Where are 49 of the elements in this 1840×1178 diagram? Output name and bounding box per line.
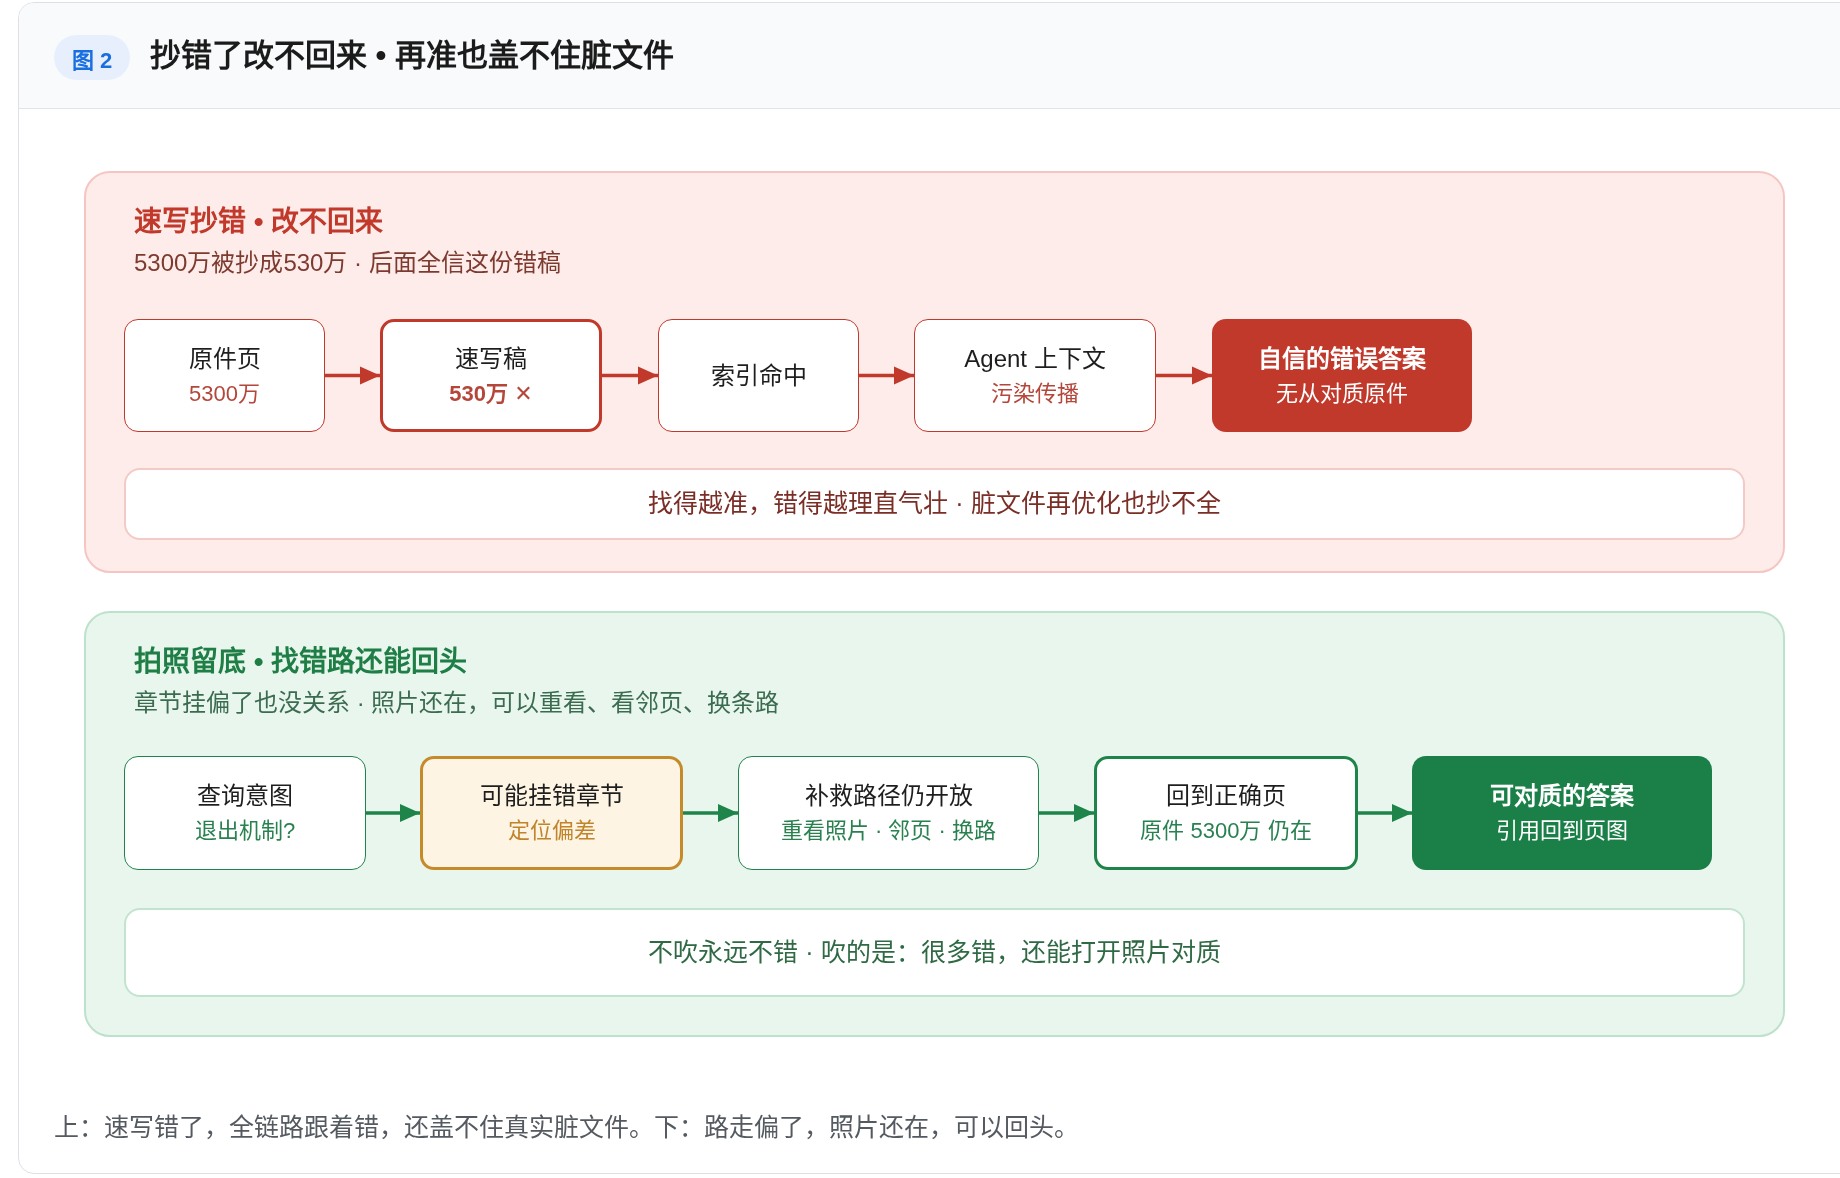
result-box — [1412, 756, 1712, 870]
node-title: 自信的错误答案 — [1258, 343, 1426, 374]
process-box — [914, 319, 1156, 432]
arrow — [325, 366, 380, 385]
node-subtitle: 退出机制? — [194, 817, 296, 845]
node-title: 速写稿 — [455, 343, 527, 374]
note-box — [124, 468, 1745, 540]
arrow — [1358, 804, 1412, 822]
process-box — [380, 319, 602, 432]
arrow — [859, 366, 914, 385]
section-panel — [84, 611, 1785, 1037]
node-title: 可对质的答案 — [1490, 781, 1634, 812]
result-box — [1212, 319, 1472, 432]
node-title: Agent 上下文 — [964, 343, 1106, 374]
note-text: 不吹永远不错 · 吹的是：很多错，还能打开照片对质 — [648, 936, 1221, 968]
arrow — [366, 804, 420, 822]
panel-subtitle: 5300万被抄成530万 · 后面全信这份错稿 — [134, 248, 561, 278]
process-box — [738, 756, 1039, 870]
node-subtitle: 重看照片 · 邻页 · 换路 — [780, 817, 997, 845]
node-subtitle: 530万 ✕ — [449, 379, 533, 408]
process-box — [124, 319, 325, 432]
arrow — [602, 366, 658, 385]
process-box — [658, 319, 859, 432]
arrow — [683, 804, 738, 822]
node-title: 原件页 — [188, 343, 261, 374]
node-title: 查询意图 — [197, 781, 293, 812]
node-subtitle: 污染传播 — [991, 379, 1079, 408]
node-subtitle: 5300万 — [189, 379, 260, 408]
node-subtitle: 原件 5300万 仍在 — [1140, 817, 1312, 845]
note-text: 找得越准，错得越理直气壮 · 脏文件再优化也抄不全 — [648, 488, 1221, 520]
node-title: 索引命中 — [710, 360, 807, 391]
process-box — [124, 756, 366, 870]
arrow — [1156, 366, 1212, 385]
section-panel — [84, 171, 1785, 573]
panel-title: 速写抄错 • 改不回来 — [134, 205, 384, 239]
diagram-title: 抄错了改不回来 • 再准也盖不住脏文件 — [150, 37, 675, 75]
warning-box — [420, 756, 683, 870]
node-title: 回到正确页 — [1166, 781, 1286, 812]
caption: 上：速写错了，全链路跟着错，还盖不住真实脏文件。下：路走偏了，照片还在，可以回头。 — [54, 1112, 1079, 1143]
process-box — [1094, 756, 1358, 870]
node-title: 可能挂错章节 — [479, 781, 624, 812]
panel-title: 拍照留底 • 找错路还能回头 — [134, 645, 468, 679]
node-subtitle: 无从对质原件 — [1276, 379, 1408, 408]
arrow — [1039, 804, 1094, 822]
panel-subtitle: 章节挂偏了也没关系 · 照片还在，可以重看、看邻页、换条路 — [134, 688, 780, 718]
note-box — [124, 908, 1745, 997]
node-subtitle: 引用回到页图 — [1496, 817, 1628, 845]
node-subtitle: 定位偏差 — [507, 817, 596, 845]
node-title: 补救路径仍开放 — [804, 781, 973, 812]
